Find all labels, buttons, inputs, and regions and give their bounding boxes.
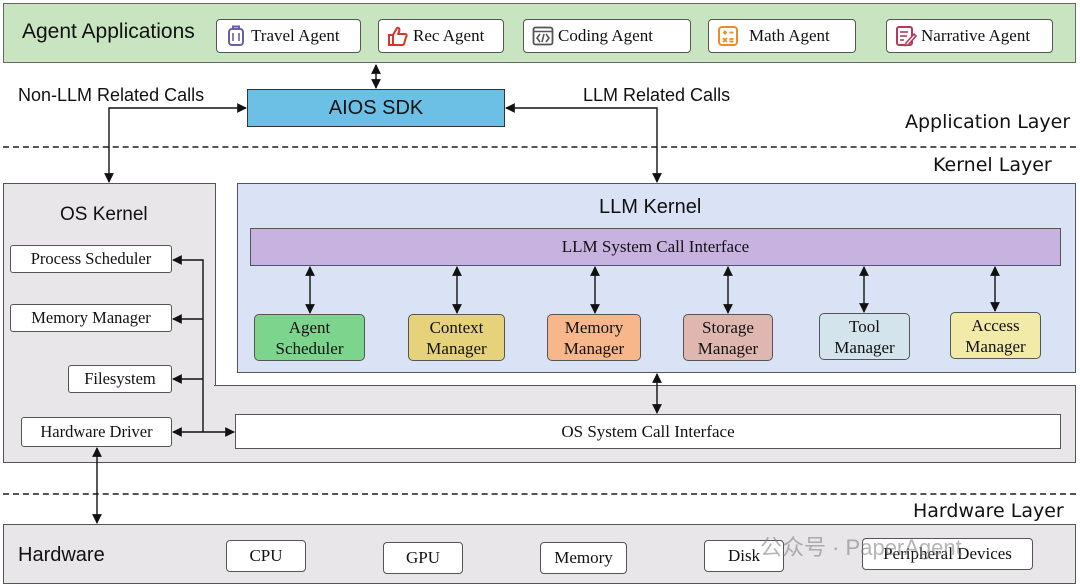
aios-sdk-box[interactable]: AIOS SDK — [247, 89, 505, 127]
memory-manager-line1: Memory — [564, 317, 624, 337]
filesystem-box[interactable]: Filesystem — [68, 365, 172, 393]
memory-manager-line2: Manager — [563, 338, 625, 358]
tool-manager-line1: Tool — [849, 316, 880, 336]
access-manager-line2: Manager — [965, 336, 1026, 356]
math-agent-box[interactable]: Math Agent — [708, 19, 856, 53]
context-manager-line2: Manager — [426, 338, 487, 358]
kernel-layer-label: Kernel Layer — [933, 154, 1052, 176]
narrative-agent-box[interactable]: Narrative Agent — [886, 19, 1053, 53]
coding-agent-box[interactable]: Coding Agent — [523, 19, 691, 53]
llm-kernel-title: LLM Kernel — [599, 196, 702, 218]
agent-applications-title: Agent Applications — [22, 20, 195, 43]
agent-scheduler-box[interactable]: Agent Scheduler — [254, 314, 365, 361]
agent-scheduler-line1: Agent — [288, 317, 331, 337]
agent-applications-bar: Agent Applications Travel Agent Rec Agen… — [3, 3, 1076, 63]
sdk-os-kernel-arrow — [104, 103, 247, 183]
agent-scheduler-line2: Scheduler — [275, 338, 344, 358]
rec-agent-box[interactable]: Rec Agent — [378, 19, 504, 53]
memory-box[interactable]: Memory — [540, 542, 627, 574]
kernel-hardware-divider — [3, 493, 1076, 495]
os-system-call-interface[interactable]: OS System Call Interface — [235, 414, 1061, 449]
travel-agent-box[interactable]: Travel Agent — [216, 19, 361, 53]
non-llm-calls-label: Non-LLM Related Calls — [18, 85, 205, 105]
math-agent-label: Math Agent — [749, 26, 830, 45]
rec-agent-label: Rec Agent — [413, 26, 485, 45]
storage-manager-line1: Storage — [702, 317, 754, 337]
process-scheduler-box[interactable]: Process Scheduler — [10, 245, 172, 273]
hardware-layer-label: Hardware Layer — [913, 500, 1064, 522]
sdk-llm-kernel-arrow — [505, 103, 662, 183]
hardware-title: Hardware — [18, 544, 105, 566]
context-manager-line1: Context — [429, 317, 484, 337]
access-manager-line1: Access — [971, 315, 1020, 335]
memory-manager-llm-box[interactable]: Memory Manager — [547, 314, 641, 361]
thumbs-up-icon — [387, 25, 409, 47]
llm-system-call-interface[interactable]: LLM System Call Interface — [250, 228, 1061, 266]
calculator-icon — [717, 25, 739, 47]
hardware-driver-box[interactable]: Hardware Driver — [21, 417, 172, 447]
access-manager-box[interactable]: Access Manager — [950, 312, 1041, 359]
travel-agent-label: Travel Agent — [251, 26, 340, 45]
os-sci-process-scheduler-link — [172, 255, 204, 432]
storage-manager-box[interactable]: Storage Manager — [683, 314, 773, 361]
tool-manager-box[interactable]: Tool Manager — [819, 313, 910, 360]
application-layer-label: Application Layer — [905, 111, 1071, 133]
llm-calls-label: LLM Related Calls — [583, 85, 731, 105]
tool-manager-line2: Manager — [834, 337, 895, 357]
document-pen-icon — [895, 25, 917, 47]
narrative-agent-label: Narrative Agent — [921, 26, 1031, 45]
gpu-box[interactable]: GPU — [383, 542, 463, 574]
os-kernel-title: OS Kernel — [60, 204, 148, 225]
hardware-bar: Hardware CPU GPU Memory Disk Peripheral … — [3, 524, 1076, 584]
peripheral-devices-box[interactable]: Peripheral Devices — [862, 538, 1033, 570]
code-window-icon — [532, 25, 554, 47]
storage-manager-line2: Manager — [697, 338, 759, 358]
cpu-box[interactable]: CPU — [226, 540, 306, 572]
watermark: 公众号 · PaperAgent — [760, 535, 962, 560]
llm-kernel-panel — [237, 183, 1076, 373]
context-manager-box[interactable]: Context Manager — [408, 314, 505, 361]
memory-manager-box[interactable]: Memory Manager — [10, 304, 172, 332]
disk-box[interactable]: Disk — [704, 540, 784, 572]
coding-agent-label: Coding Agent — [558, 26, 653, 45]
suitcase-icon — [225, 25, 247, 47]
